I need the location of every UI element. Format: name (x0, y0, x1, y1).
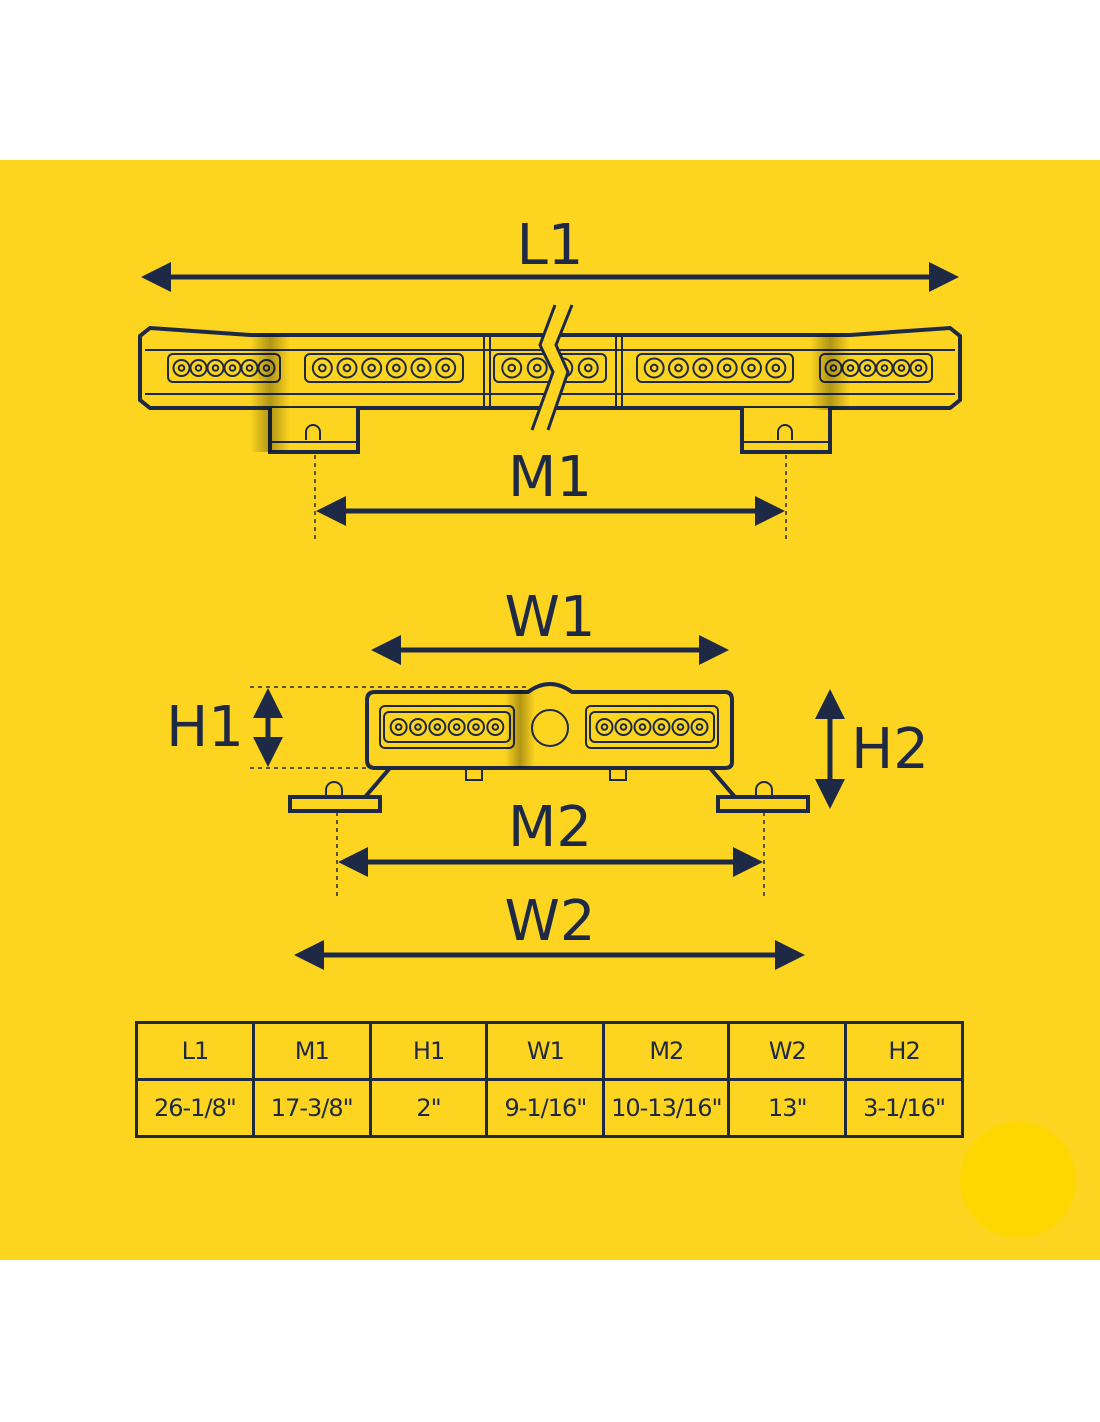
led-icon (897, 364, 906, 372)
led-icon (638, 723, 647, 731)
led-icon (674, 363, 683, 373)
led-icon (342, 363, 352, 373)
led-icon (716, 357, 738, 379)
led-icon (695, 723, 704, 731)
led-icon (600, 723, 609, 731)
led-icon (671, 718, 690, 736)
h1-label: H1 (166, 695, 244, 760)
decorative-circle (960, 1122, 1076, 1238)
led-icon (577, 357, 599, 379)
led-icon (435, 357, 457, 379)
table-header-row: L1 M1 H1 W1 M2 W2 H2 (135, 1021, 964, 1081)
led-icon (410, 357, 432, 379)
header-cell: L1 (135, 1021, 255, 1081)
led-icon (441, 363, 450, 373)
h2-label: H2 (851, 717, 929, 782)
led-icon (583, 363, 593, 373)
led-icon (619, 723, 628, 731)
led-icon (177, 364, 186, 372)
led-icon (909, 359, 928, 377)
led-icon (389, 718, 408, 736)
header-cell: W2 (727, 1021, 848, 1081)
led-icon (367, 363, 376, 373)
led-icon (652, 718, 671, 736)
dimensions-table: L1 M1 H1 W1 M2 W2 H2 26-1/8" 17-3/8" 2" … (135, 1021, 964, 1138)
led-icon (690, 718, 709, 736)
led-module (304, 353, 464, 383)
table-value-row: 26-1/8" 17-3/8" 2" 9-1/16" 10-13/16" 13"… (135, 1078, 964, 1138)
led-icon (211, 364, 220, 372)
led-icon (318, 363, 327, 373)
led-icon (428, 718, 447, 736)
led-icon (447, 718, 466, 736)
led-icon (385, 357, 407, 379)
value-cell: 9-1/16" (485, 1078, 606, 1138)
value-cell: 3-1/16" (844, 1078, 964, 1138)
led-icon (392, 363, 401, 373)
led-icon (532, 363, 542, 373)
right-mount (740, 408, 832, 454)
led-icon (643, 357, 665, 379)
led-icon (649, 363, 659, 373)
led-icon (676, 723, 685, 731)
led-icon (526, 357, 548, 379)
led-icon (863, 364, 872, 372)
header-cell: W1 (485, 1021, 606, 1081)
l1-label: L1 (517, 213, 584, 278)
value-cell: 26-1/8" (135, 1078, 255, 1138)
led-icon (472, 723, 480, 731)
led-icon (486, 718, 505, 736)
led-icon (228, 364, 237, 372)
led-icon (741, 357, 762, 379)
led-icon (467, 718, 485, 736)
led-icon (692, 357, 714, 379)
m2-label: M2 (508, 795, 592, 860)
led-icon (194, 364, 203, 372)
led-icon (501, 357, 523, 379)
led-icon (698, 363, 708, 373)
value-cell: 2" (368, 1078, 489, 1138)
led-icon (914, 364, 923, 372)
led-icon (765, 357, 787, 379)
led-icon (668, 357, 689, 379)
led-icon (771, 363, 781, 373)
led-icon (452, 723, 461, 731)
led-icon (747, 363, 756, 373)
led-icon (409, 718, 427, 736)
led-icon (361, 357, 383, 379)
led-icon (336, 357, 358, 379)
header-cell: M2 (602, 1021, 731, 1081)
value-cell: 17-3/8" (251, 1078, 372, 1138)
value-cell: 10-13/16" (602, 1078, 731, 1138)
header-cell: H1 (368, 1021, 489, 1081)
led-icon (657, 723, 666, 731)
led-module (589, 711, 715, 743)
led-icon (722, 363, 732, 373)
m1-label: M1 (508, 445, 592, 510)
header-cell: H2 (844, 1021, 964, 1081)
mount-bracket (310, 766, 790, 799)
value-cell: 13" (727, 1078, 848, 1138)
led-icon (414, 723, 422, 731)
header-cell: M1 (251, 1021, 372, 1081)
led-icon (633, 718, 652, 736)
led-icon (880, 364, 889, 372)
led-icon (491, 723, 500, 731)
w1-label: W1 (505, 585, 596, 650)
led-icon (507, 363, 517, 373)
led-module (636, 353, 794, 383)
led-icon (433, 723, 442, 731)
led-icon (416, 363, 426, 373)
led-icon (595, 718, 614, 736)
led-icon (311, 357, 333, 379)
w2-label: W2 (505, 889, 596, 954)
led-icon (394, 723, 403, 731)
led-icon (614, 718, 633, 736)
